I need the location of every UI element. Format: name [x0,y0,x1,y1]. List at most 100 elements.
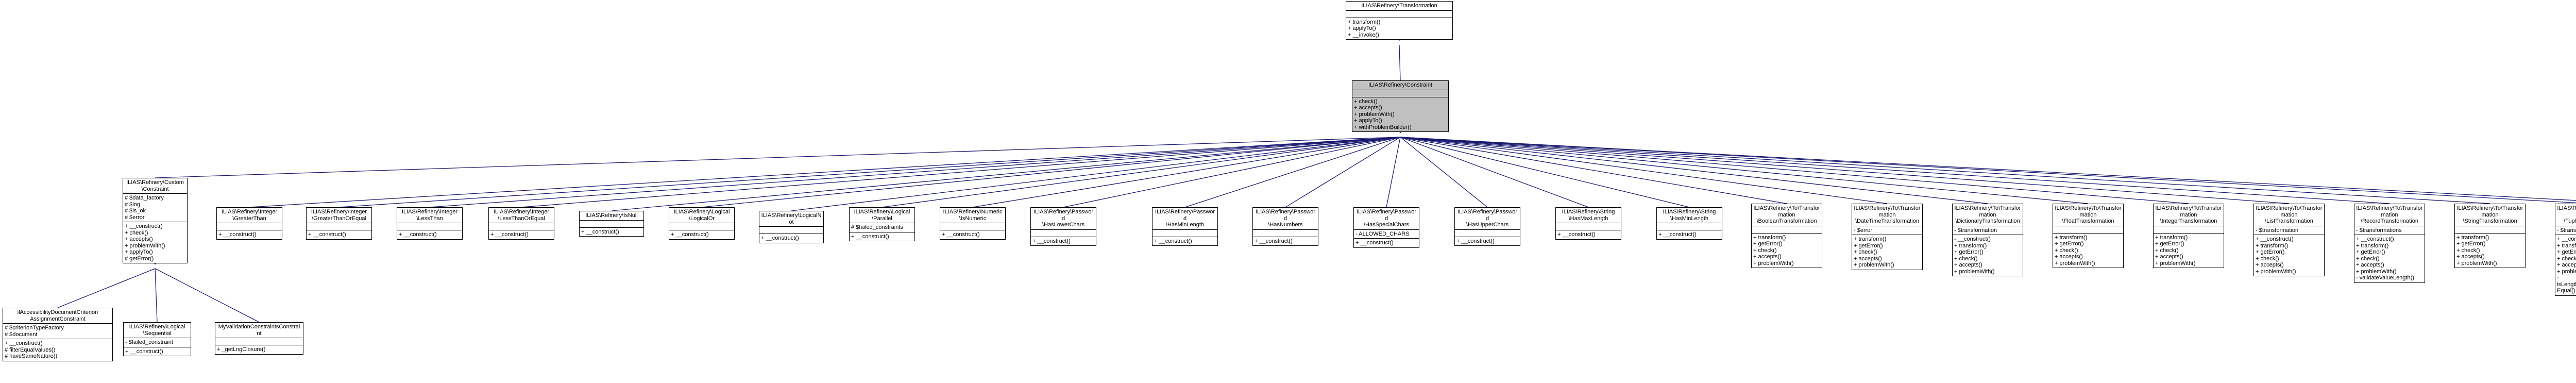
edge-to-record-to-constraint [1396,127,2390,204]
uml-class-methods: + _getLngClosure() [217,346,266,353]
uml-class-logical-logicalor[interactable]: ILIAS\Refinery\Logical \LogicalOr + __con… [669,207,735,240]
uml-class-numeric-isnumeric[interactable]: ILIAS\Refinery\Numeric \IsNumeric+ __con… [940,207,1006,240]
uml-class-logical-parallel[interactable]: ILIAS\Refinery\Logical \Parallel# $faile… [849,207,915,241]
uml-class-to-dictionary[interactable]: ILIAS\Refinery\To\Transformation \Dictio… [1952,204,2023,276]
uml-class-constraint[interactable]: ILIAS\Refinery\Constraint+ check() + acc… [1352,80,1449,132]
uml-class-methods: + __construct() [308,231,346,238]
uml-class-name: ILIAS\Refinery\Integer \GreaterThanOrEqu… [307,208,371,223]
uml-class-name: ILIAS\Refinery\Logical \LogicalOr [669,208,734,223]
uml-class-logical-logicalnot[interactable]: ILIAS\Refinery\LogicalNot+ __construct() [759,211,824,243]
uml-class-methods: + transform() + getError() + check() + a… [2155,234,2196,267]
uml-class-attributes: - $failed_constraint [124,338,191,347]
edge-integer-greaterthan-to-constraint [249,127,1404,208]
uml-class-name: ILIAS\Refinery\Password \HasSpecialChars [1354,208,1419,230]
uml-class-integer-greaterthan[interactable]: ILIAS\Refinery\Integer \GreaterThan+ __c… [216,207,282,240]
uml-class-name: ilAccessibilityDocumentCriterion Assignm… [3,308,112,324]
uml-class-to-tuple[interactable]: ILIAS\Refinery\To\Transformation \TupleT… [2555,204,2576,296]
uml-class-methods: + __construct() + check() + accepts() + … [125,223,165,262]
uml-class-methods: + __construct() + transform() + getError… [2256,236,2296,275]
uml-class-attributes [1031,230,1096,237]
uml-class-attributes [1657,223,1722,230]
uml-class-password-hasminlength[interactable]: ILIAS\Refinery\Password \HasMinLength + _… [1152,207,1218,246]
uml-class-methods: + __construct() [851,233,889,240]
uml-class-to-record[interactable]: ILIAS\Refinery\To\Transformation \Record… [2354,204,2425,283]
edge-password-haslowerchars-to-constraint [1063,127,1404,208]
uml-class-integer-lessthanorequal[interactable]: ILIAS\Refinery\Integer \LessThanOrEqual +… [488,207,554,240]
uml-class-methods: + __construct() [125,348,163,355]
uml-class-attributes: # $data_factory # $lng # $is_ok # $error [123,194,187,222]
uml-class-string-hasminlength[interactable]: ILIAS\Refinery\String \HasMinLength+ __c… [1656,207,1722,240]
uml-class-to-boolean[interactable]: ILIAS\Refinery\To\Transformation \Boolea… [1751,204,1822,268]
uml-class-methods: + transform() + getError() + check() + a… [1753,234,1794,267]
uml-class-attributes [1352,90,1448,97]
uml-class-attributes [759,227,823,234]
uml-class-attributes [1253,230,1318,237]
uml-class-name: ILIAS\Refinery\To\Transformation \Boolea… [1752,204,1822,226]
uml-class-password-hasupperchars[interactable]: ILIAS\Refinery\Password \HasUpperChars+ … [1454,207,1520,246]
uml-class-name: ILIAS\Refinery\To\Transformation \FloatT… [2053,204,2123,226]
uml-class-integer-greaterthanorequal[interactable]: ILIAS\Refinery\Integer \GreaterThanOrEqu… [306,207,372,240]
uml-class-name: ILIAS\Refinery\To\Transformation \Dictio… [1953,204,2023,226]
edge-numeric-isnumeric-to-constraint [972,127,1404,208]
edge-logical-sequential-to-custom-constraint [151,258,159,323]
uml-class-to-integer[interactable]: ILIAS\Refinery\To\Transformation \Intege… [2153,204,2224,268]
uml-class-name: ILIAS\Refinery\Logical \Sequential [124,323,191,338]
uml-class-name: ILIAS\Refinery\Logical \Parallel [850,208,914,223]
uml-class-name: ILIAS\Refinery\Integer \LessThanOrEqual [489,208,554,223]
uml-class-attributes [1455,230,1520,237]
uml-class-attributes: - $transformation [1953,226,2023,235]
uml-class-password-hasnumbers[interactable]: ILIAS\Refinery\Password \HasNumbers+ __c… [1252,207,1318,246]
uml-class-name: ILIAS\Refinery\Custom \Constraint [123,178,187,194]
edge-isnull-to-constraint [611,127,1404,211]
uml-class-attributes [307,223,371,230]
uml-class-name: MyValidationConstraintsConstraint [215,323,303,338]
uml-class-attributes [669,223,734,230]
uml-class-to-float[interactable]: ILIAS\Refinery\To\Transformation \FloatT… [2053,204,2124,268]
uml-class-transformation[interactable]: ILIAS\Refinery\Transformation + transform… [1346,1,1453,40]
edge-to-float-to-constraint [1396,127,2089,204]
uml-class-to-listtransformation[interactable]: ILIAS\Refinery\To\Transformation \ListTr… [2253,204,2325,276]
uml-class-attributes: - ALLOWED_CHARS [1354,230,1419,239]
edge-password-hasupperchars-to-constraint [1396,127,1488,208]
edge-logical-parallel-to-constraint [882,127,1404,208]
uml-class-methods: + __construct() [1255,238,1293,244]
uml-class-integer-lessthan[interactable]: ILIAS\Refinery\Integer \LessThan+ __cons… [397,207,463,240]
uml-class-methods: + __construct() [1154,238,1192,244]
uml-class-string-haslength[interactable]: ILIAS\Refinery\String \HasMaxLength+ __c… [1555,207,1621,240]
edge-to-integer-to-constraint [1396,127,2189,204]
uml-class-methods: + __construct() [671,231,709,238]
uml-class-methods: + transform() + applyTo() + __invoke() [1348,19,1381,38]
edge-password-hasspecialchars-to-constraint [1386,127,1404,208]
uml-class-logical-sequential[interactable]: ILIAS\Refinery\Logical \Sequential- $fai… [123,322,191,356]
uml-class-ilaccessibility[interactable]: ilAccessibilityDocumentCriterion Assignm… [3,308,113,361]
uml-class-attributes: # $failed_constraints [850,223,914,232]
uml-class-methods: + __construct() [1456,238,1495,244]
edge-logical-logicalor-to-constraint [701,127,1404,208]
uml-class-methods: + __construct() [1032,238,1071,244]
edge-haspostvar-to-constraint [1396,127,2576,201]
uml-class-methods: - __construct() + transform() + getError… [1954,236,1995,275]
uml-class-to-datetime[interactable]: ILIAS\Refinery\To\Transformation \DateTi… [1852,204,1923,270]
uml-class-methods: + transform() + getError() + check() + a… [1854,236,1894,268]
uml-class-to-string[interactable]: ILIAS\Refinery\To\Transformation \String… [2454,204,2526,268]
uml-class-password-haslowerchars[interactable]: ILIAS\Refinery\Password \HasLowerChars + … [1030,207,1096,246]
uml-class-password-hasspecialchars[interactable]: ILIAS\Refinery\Password \HasSpecialChars… [1353,207,1419,248]
uml-class-name: ILIAS\Refinery\Password \HasMinLength [1153,208,1217,230]
uml-class-name: ILIAS\Refinery\Transformation [1346,2,1452,11]
uml-class-attributes: - $transformation [2254,226,2324,235]
uml-class-isnull[interactable]: ILIAS\Refinery\IsNull+ __construct() [579,211,644,237]
uml-class-myvalidationconstraints[interactable]: MyValidationConstraintsConstraint + _getL… [215,322,303,355]
uml-class-custom-constraint[interactable]: ILIAS\Refinery\Custom \Constraint# $data… [123,178,188,263]
uml-class-attributes: # $criterionTypeFactory # $document [3,324,112,339]
edge-to-datetime-to-constraint [1396,127,1888,204]
uml-class-name: ILIAS\Refinery\Password \HasLowerChars [1031,208,1096,230]
uml-class-name: ILIAS\Refinery\Integer \GreaterThan [217,208,282,223]
uml-class-attributes [217,223,282,230]
edge-to-listtransformation-to-constraint [1396,127,2290,204]
uml-class-attributes [1556,223,1621,230]
uml-class-methods: + transform() + getError() + check() + a… [2456,234,2497,267]
uml-class-methods: + __construct() [490,231,529,238]
edge-string-hasminlength-to-constraint [1396,127,1690,208]
